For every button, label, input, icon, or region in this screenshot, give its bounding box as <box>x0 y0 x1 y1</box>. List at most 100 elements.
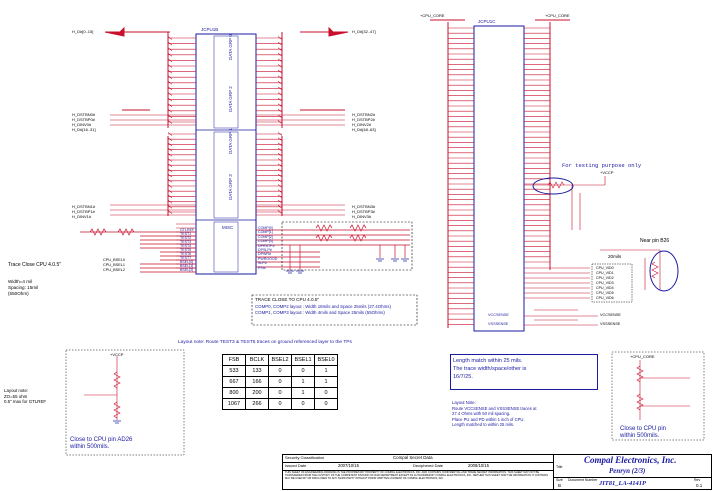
net-label: H_D#[16..31] <box>72 127 96 132</box>
bus-entry <box>277 137 283 141</box>
note-line: The trace width/space/other is <box>453 366 527 372</box>
gtlref-rail: +VCCP <box>110 352 124 357</box>
right-ic-left-pins <box>448 27 474 325</box>
left-ic <box>195 33 257 275</box>
fsb-cell: 0 <box>268 365 292 377</box>
layout-note-test: Layout note: Route TEST3 & TEST5 traces … <box>178 340 352 345</box>
misc-pin-label: DPRSTP# <box>258 243 275 248</box>
fsb-header-cell: BSEL1 <box>291 354 315 366</box>
title-bottom-row: Size B Document Number JIT81_LA-4141P Re… <box>554 477 711 490</box>
vccp-rail: +VCCP <box>600 170 614 175</box>
net-label: H_DINV1# <box>72 214 92 219</box>
left-ic-group2-right-pins <box>256 36 283 124</box>
note-line: Length matched to within 25 mils. <box>452 422 515 428</box>
bus-entry <box>277 103 283 107</box>
left-ic-group3-right-pins <box>256 114 345 216</box>
bus-entry <box>277 120 283 124</box>
bus-entry <box>277 210 283 214</box>
svg-text:DATA GRP 3: DATA GRP 3 <box>228 174 233 200</box>
fsb-cell: 1 <box>291 387 315 399</box>
bus-entry <box>277 153 283 157</box>
bsel-net-label: CPU_BSEL0 <box>103 258 125 262</box>
bus-entry <box>167 53 173 57</box>
note-line: Close to CPU pin AD26 <box>70 437 133 443</box>
bus-entry <box>277 36 283 40</box>
testing-purpose-area <box>524 176 606 230</box>
bus-entry <box>167 69 173 74</box>
bus-entry <box>277 163 283 167</box>
note-line: (550Ohm) <box>8 291 29 296</box>
title-row-security: Security Classification Compal Secret Da… <box>283 455 553 463</box>
net-label: H_DSTBP3# <box>352 209 375 214</box>
bus-entry <box>277 81 283 85</box>
left-ic-group0-left-pins <box>167 36 196 124</box>
vid-lines <box>524 249 661 326</box>
fsb-cell: 266 <box>245 398 269 410</box>
fsb-cell: 533 <box>222 365 246 377</box>
vsssense-net: VSSSENSE <box>600 322 621 326</box>
note-line: within 500mils. <box>70 444 110 450</box>
bus-entry <box>167 142 173 147</box>
doc-number: JIT81_LA-4141P <box>599 480 646 487</box>
bus-entry <box>277 199 283 204</box>
size-label: Size <box>556 478 563 482</box>
bus-entry <box>167 210 173 214</box>
low-right-nets: H_DSTBN3#H_DSTBP3#H_DINV3# <box>352 204 375 219</box>
comp-dashed-box <box>251 221 418 326</box>
bus-entry <box>277 86 283 91</box>
svg-text:DATA GRP 1: DATA GRP 1 <box>228 128 233 154</box>
bus-entry <box>277 58 283 63</box>
misc-pin-label: COMP[3] <box>258 239 273 244</box>
fsb-cell: 1 <box>314 365 338 377</box>
bus-entry <box>277 189 283 193</box>
bus-entry <box>277 173 283 178</box>
title-block: Security Classification Compal Secret Da… <box>282 454 712 490</box>
rev-value: 0.1 <box>696 483 703 488</box>
bus-entry <box>167 132 173 136</box>
bus-entry <box>167 137 173 141</box>
note-line: 16/7/25. <box>453 374 473 380</box>
bus-entry <box>277 179 283 183</box>
bus-entry <box>277 41 283 46</box>
bus-entry <box>167 194 173 199</box>
near-pin-resistor <box>651 261 659 279</box>
rev-label: Rev <box>694 478 701 482</box>
bus-entry <box>277 147 283 152</box>
bus-entry <box>277 114 283 119</box>
comp-lines: COMP0, COMP2 layout : Width 18mils and S… <box>255 304 391 316</box>
bus-entry <box>277 97 283 102</box>
fsb-cell: 667 <box>222 376 246 388</box>
bus-entry <box>277 64 283 68</box>
bus-entry <box>167 114 173 119</box>
fsb-cell: 1 <box>314 376 338 388</box>
note-line: 0.5" max for GTLREF <box>4 399 47 404</box>
gtlref-dashed-box <box>65 349 185 456</box>
vccsense-net: VCCSENSE <box>600 313 621 317</box>
bus-entry <box>167 184 173 188</box>
right-ic-ref: JCPU1C <box>478 19 496 24</box>
bus-entry <box>167 58 173 63</box>
note-line: Layout note: <box>4 388 29 393</box>
bus-entry <box>277 194 283 199</box>
bus-entry <box>167 173 173 178</box>
bus-entry <box>167 168 173 173</box>
vccsense-dashed-box <box>611 351 705 441</box>
gtlref-ground <box>113 420 121 424</box>
bus-entry <box>277 75 283 79</box>
vid-net-label: CPU_VID1 <box>596 271 614 275</box>
fsb-cell: 0 <box>268 376 292 388</box>
bus-entry <box>167 179 173 183</box>
vccsense-layout-note: Layout Note:Route VCCSENSE and VSSSENSE … <box>452 400 537 428</box>
cpu-core-rails <box>430 19 570 328</box>
mid-left-nets: H_DSTBN0#H_DSTBP0#H_DINV0#H_D#[16..31] <box>72 112 96 132</box>
net-label: H_DSTBP1# <box>72 209 95 214</box>
right-ic-right-pins <box>524 27 550 263</box>
bus-entry <box>167 189 173 193</box>
length-match-box: Length match within 25 mils.The trace wi… <box>450 354 598 390</box>
title-row-dates: Issued Date 2007/10/15 Deciphered Date 2… <box>283 463 553 471</box>
left-ic-group1-left-pins <box>110 114 196 216</box>
